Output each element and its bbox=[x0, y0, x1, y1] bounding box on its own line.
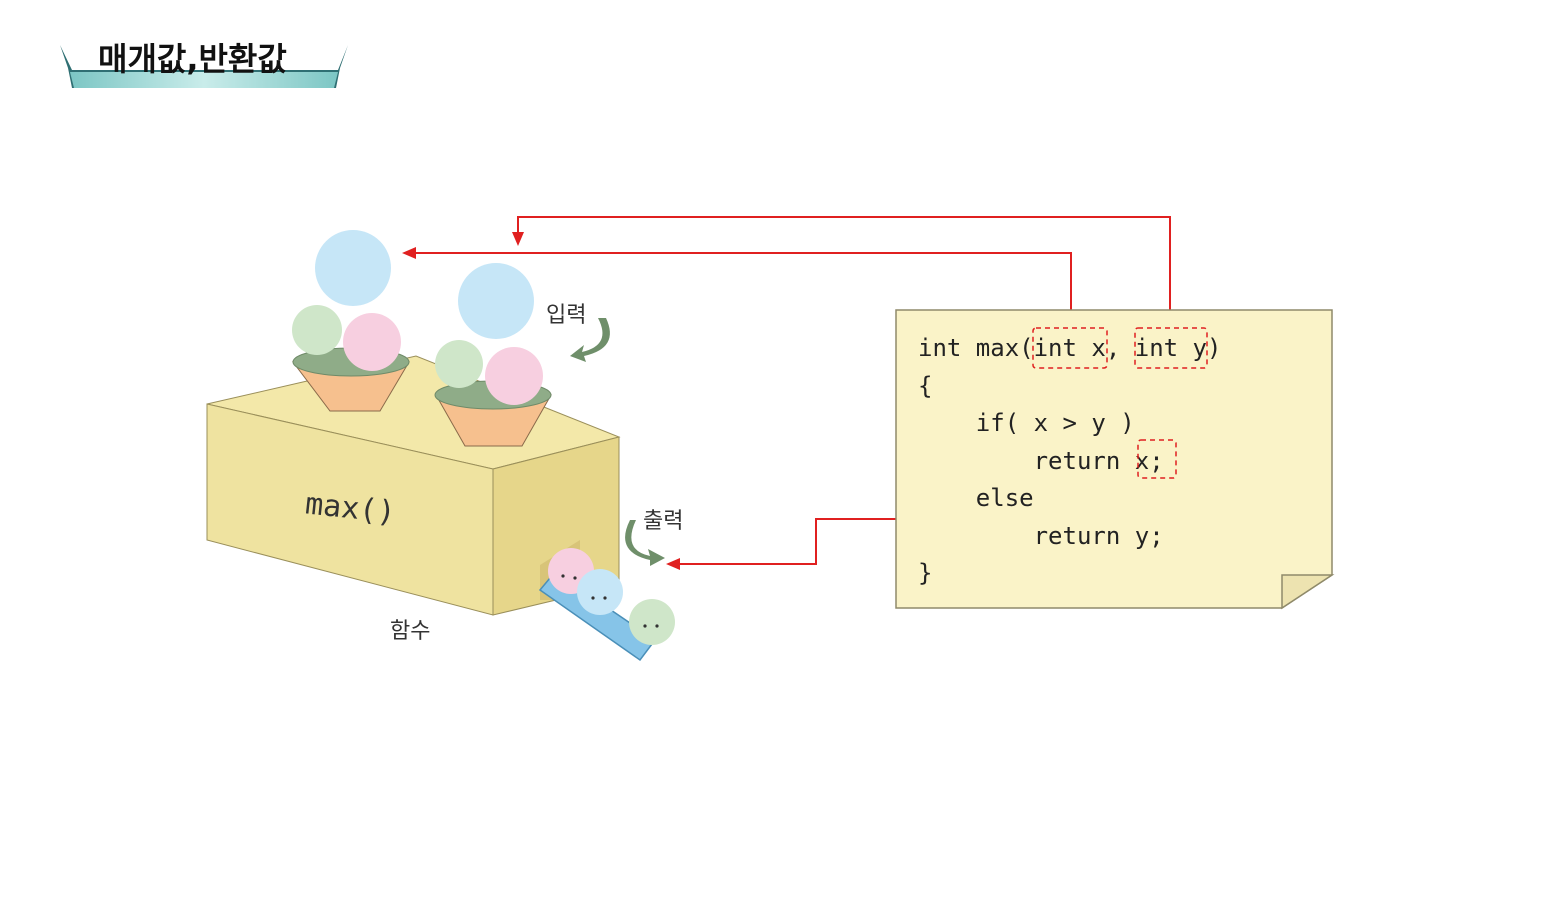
param-x-highlight bbox=[1032, 327, 1108, 369]
output-ball-green bbox=[629, 599, 675, 645]
output-label: 출력 bbox=[643, 509, 683, 534]
function-caption: 함수 bbox=[390, 619, 430, 644]
output-ball-blue bbox=[577, 569, 623, 615]
arrow-y-to-input bbox=[517, 216, 1171, 328]
ball-pink bbox=[485, 347, 543, 405]
ball-green bbox=[292, 305, 342, 355]
input-label: 입력 bbox=[546, 303, 586, 328]
ball-blue bbox=[458, 263, 534, 339]
code-paper bbox=[895, 309, 1335, 610]
output-chute bbox=[538, 548, 675, 662]
output-curve-arrow bbox=[625, 520, 665, 566]
input-curve-arrow bbox=[570, 318, 610, 362]
ball-blue bbox=[315, 230, 391, 306]
code-line: { bbox=[918, 372, 932, 400]
code-line: else bbox=[918, 484, 1034, 512]
title-banner bbox=[60, 45, 348, 88]
input-bowl-right bbox=[434, 263, 552, 447]
paper-fold bbox=[1281, 574, 1335, 610]
ball-green bbox=[435, 340, 483, 388]
code-line: } bbox=[918, 559, 932, 587]
page-title: 매개값,반환값 bbox=[98, 40, 287, 78]
input-bowl-left bbox=[291, 230, 410, 412]
arrow-x-to-input bbox=[416, 252, 1072, 318]
code-line: return x; bbox=[918, 447, 1164, 475]
code-line: int max(int x, int y) bbox=[918, 334, 1221, 362]
code-line: return y; bbox=[918, 522, 1164, 550]
code-block: int max(int x, int y) { if( x > y ) retu… bbox=[918, 334, 1221, 587]
ball-pink bbox=[343, 313, 401, 371]
highlight-boxes bbox=[1032, 327, 1208, 479]
code-line: if( x > y ) bbox=[918, 409, 1135, 437]
